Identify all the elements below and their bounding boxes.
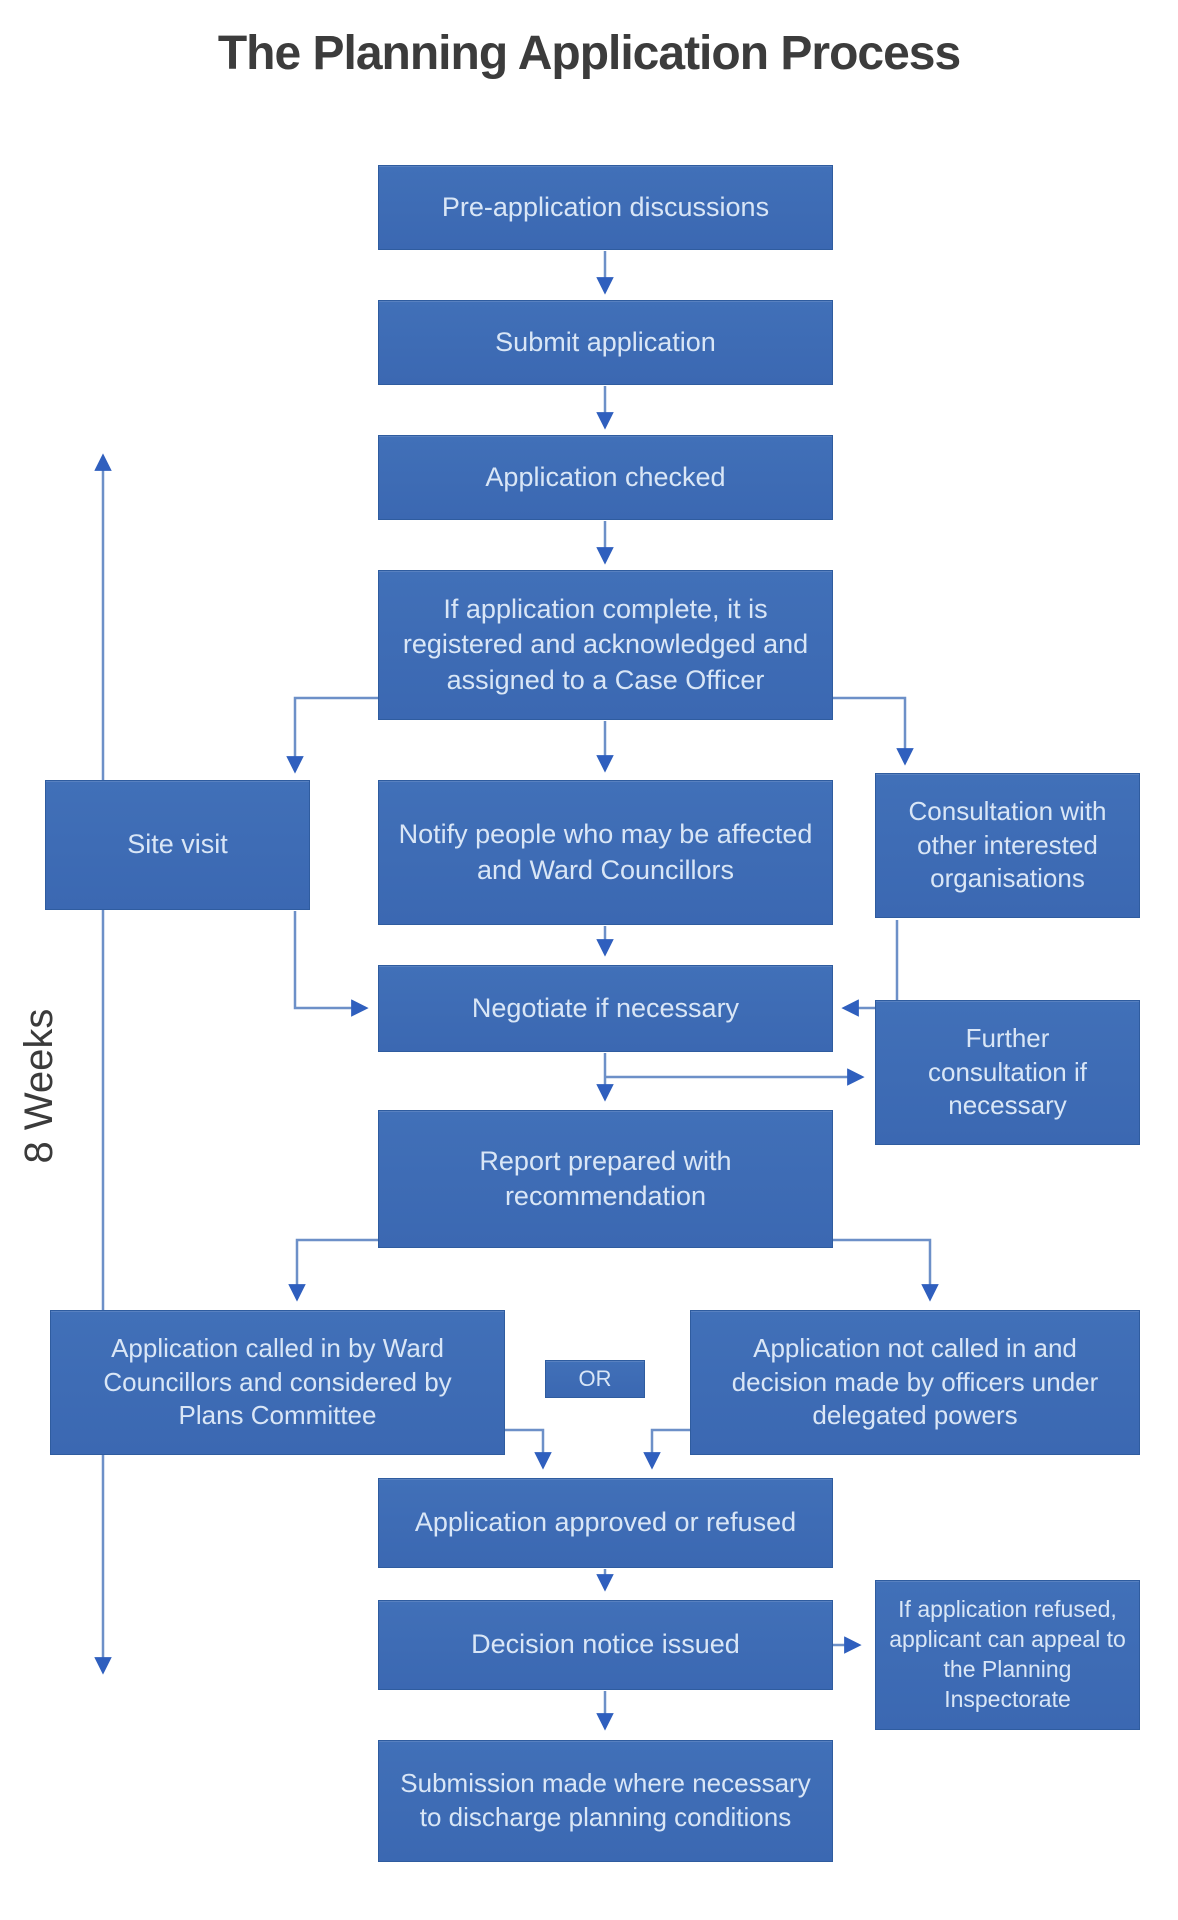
- node-negotiate: Negotiate if necessary: [378, 965, 833, 1052]
- connector-report-to-not-called-in: [832, 1238, 939, 1302]
- flowchart-title: The Planning Application Process: [217, 27, 961, 80]
- node-application-not-called-in: Application not called in and decision m…: [690, 1310, 1140, 1455]
- connector-report-to-called-in: [288, 1238, 378, 1302]
- node-application-registered: If application complete, it is registere…: [378, 570, 833, 720]
- connector-not-called-in-to-approved: [643, 1428, 690, 1470]
- node-report-prepared: Report prepared with recommendation: [378, 1110, 833, 1248]
- timeline-8-weeks-label: 8 Weeks: [17, 1008, 61, 1164]
- node-submission-discharge-conditions: Submission made where necessary to disch…: [378, 1740, 833, 1862]
- node-or-label: OR: [545, 1360, 645, 1398]
- node-application-checked: Application checked: [378, 435, 833, 520]
- connector-site-visit-to-negotiate: [293, 911, 369, 1017]
- node-application-called-in: Application called in by Ward Councillor…: [50, 1310, 505, 1455]
- node-application-approved-refused: Application approved or refused: [378, 1478, 833, 1568]
- node-pre-application: Pre-application discussions: [378, 165, 833, 250]
- node-further-consultation: Further consultation if necessary: [875, 1000, 1140, 1145]
- connector-called-in-to-approved: [505, 1428, 552, 1470]
- node-consultation-organisations: Consultation with other interested organ…: [875, 773, 1140, 918]
- connector-consultation-to-negotiate: [841, 920, 899, 1017]
- node-site-visit: Site visit: [45, 780, 310, 910]
- node-notify-people: Notify people who may be affected and Wa…: [378, 780, 833, 925]
- connector-registered-to-site-visit: [286, 696, 378, 774]
- node-appeal-planning-inspectorate: If application refused, applicant can ap…: [875, 1580, 1140, 1730]
- node-decision-notice: Decision notice issued: [378, 1600, 833, 1690]
- connector-registered-to-consultation: [832, 696, 914, 766]
- node-submit-application: Submit application: [378, 300, 833, 385]
